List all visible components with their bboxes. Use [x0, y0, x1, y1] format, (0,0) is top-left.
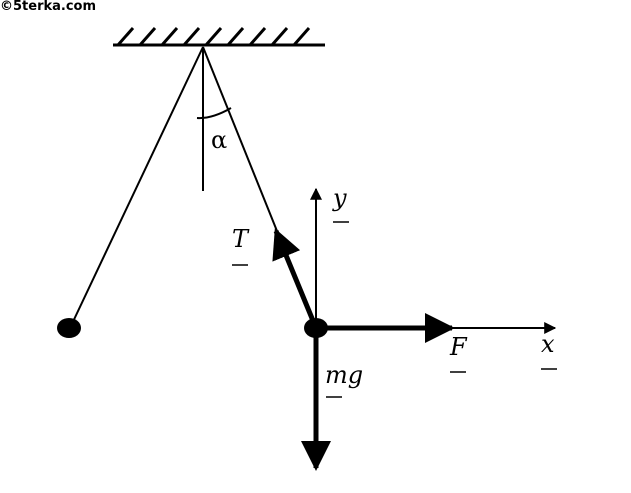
- force-label: F: [449, 333, 468, 361]
- angle-arc: [196, 107, 232, 120]
- axis-y-label: y: [332, 184, 347, 212]
- tension-label: T: [232, 225, 250, 253]
- gravity-label: mg: [325, 361, 363, 389]
- ceiling: [113, 27, 325, 47]
- right-bob: [304, 318, 328, 338]
- left-string: [69, 46, 204, 329]
- tension-vector: [272, 228, 319, 329]
- angle-alpha-label: α: [211, 126, 227, 154]
- watermark: ©5terka.com: [0, 0, 97, 14]
- left-bob: [57, 318, 81, 338]
- axis-x-label: x: [541, 330, 555, 358]
